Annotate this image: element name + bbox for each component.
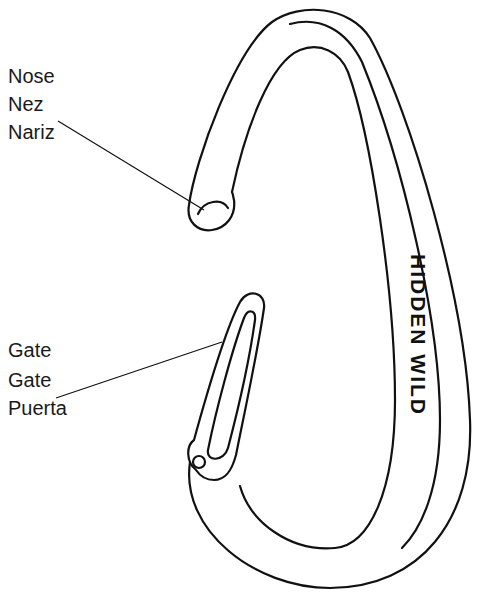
nose-hook [198,202,228,214]
nose-leader-line [58,121,204,210]
gate-leader-line [56,342,222,398]
part-name: Nose [8,66,55,86]
part-name: Nez [8,94,44,114]
gate-hinge [193,456,205,468]
part-name: Nariz [8,122,55,142]
brand-mark: HIDDEN WILD [408,254,429,416]
gate-slot [208,311,255,458]
carabiner-inner-outline [232,47,395,548]
carabiner-outer-outline [189,10,471,588]
part-name: Puerta [8,398,67,418]
spine-line [290,22,440,548]
part-name: Gate [8,340,51,360]
gate-outline [188,293,264,480]
part-name: Gate [8,370,51,390]
